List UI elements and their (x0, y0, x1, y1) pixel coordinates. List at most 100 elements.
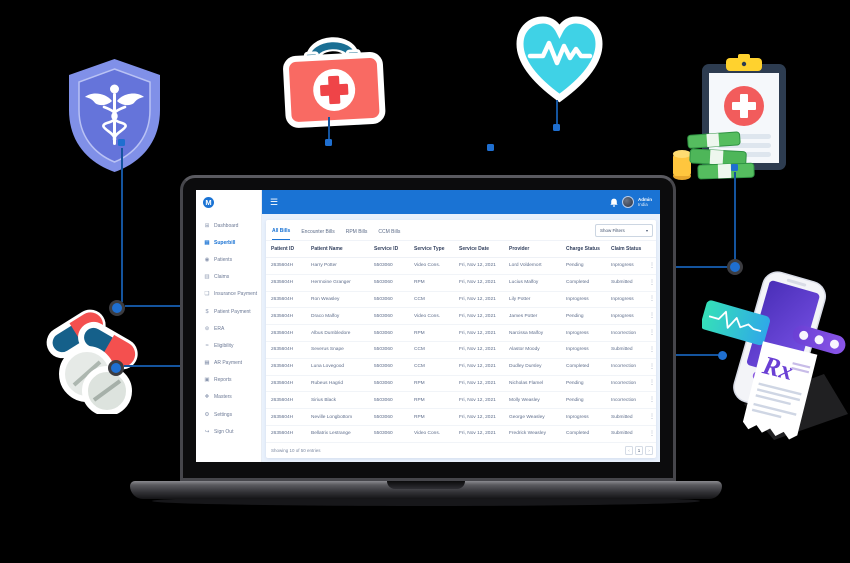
col-patient-id: Patient ID (271, 246, 295, 252)
tab[interactable]: CCM Bills (378, 229, 401, 235)
connector-dot (325, 139, 332, 146)
kebab-menu-icon[interactable]: ⋮ (649, 313, 655, 320)
cell-patient-id: 2635604H (271, 313, 294, 319)
page-button[interactable]: ‹ (625, 445, 633, 455)
kebab-menu-icon[interactable]: ⋮ (649, 346, 655, 353)
cell-charge-status: Pending (566, 263, 584, 269)
cell-service-type: Video Cons. (414, 431, 441, 437)
sidebar-item[interactable]: ❑ Insurance Payment (196, 286, 261, 303)
cell-patient-name: Bellatrix Lestrange (311, 431, 351, 437)
table-header: Patient ID Patient Name Service ID Servi… (266, 241, 656, 258)
sidebar-item[interactable]: ≈ Eligibility (196, 337, 261, 354)
table-row[interactable]: 2635604H Neville Longbottom 5503060 RPM … (266, 409, 656, 426)
kebab-menu-icon[interactable]: ⋮ (649, 330, 655, 337)
heart-pulse-icon (516, 16, 603, 103)
sidebar-item-label: Sign Out (214, 428, 234, 435)
kebab-menu-icon[interactable]: ⋮ (649, 262, 655, 269)
topbar-right: Admin India (610, 196, 652, 208)
table-row[interactable]: 2635604H Harry Potter 5503060 Video Cons… (266, 258, 656, 275)
table-row[interactable]: 2635604H Severus Snape 5503060 CCM Fri, … (266, 342, 656, 359)
sidebar-item[interactable]: ▦ AR Payment (196, 355, 261, 372)
connector-line (124, 365, 181, 367)
page-button[interactable]: 1 (635, 445, 643, 455)
table-body: 2635604H Harry Potter 5503060 Video Cons… (266, 258, 656, 443)
logo[interactable]: M (196, 190, 261, 217)
user-info[interactable]: Admin India (638, 197, 652, 207)
kebab-menu-icon[interactable]: ⋮ (649, 430, 655, 437)
sidebar-item[interactable]: ❖ Masters (196, 389, 261, 406)
table-row[interactable]: 2635604H Bellatrix Lestrange 5503060 Vid… (266, 426, 656, 443)
cell-patient-name: Sirius Black (311, 397, 337, 403)
cell-service-type: RPM (414, 414, 425, 420)
tab[interactable]: All Bills (272, 222, 291, 240)
cell-charge-status: Completed (566, 280, 590, 286)
cell-patient-id: 2635604H (271, 330, 294, 336)
sidebar-item-label: Dashboard (214, 222, 239, 229)
cell-service-type: RPM (414, 280, 425, 286)
kebab-menu-icon[interactable]: ⋮ (649, 397, 655, 404)
sidebar-item[interactable]: ◉ Patients (196, 251, 261, 268)
laptop-notch (387, 481, 465, 489)
connector-line (676, 266, 728, 268)
cell-charge-status: Inprogress (566, 347, 589, 353)
sidebar-item-icon: $ (205, 308, 209, 315)
connector-line (734, 172, 736, 260)
table-row[interactable]: 2635604H Ron Weasley 5503060 CCM Fri, No… (266, 292, 656, 309)
table-row[interactable]: 2635604H Rubeus Hagrid 5503060 RPM Fri, … (266, 376, 656, 393)
cell-patient-id: 2635604H (271, 280, 294, 286)
bell-icon[interactable] (610, 198, 618, 207)
topbar: ☰ Admin India (262, 190, 660, 214)
user-location: India (638, 202, 648, 207)
cell-claim-status: Incorrection (611, 364, 637, 370)
cell-service-id: 5503060 (374, 397, 393, 403)
table-row[interactable]: 2635604H Luna Lovegood 5503060 CCM Fri, … (266, 359, 656, 376)
sidebar-item-label: Claims (214, 274, 230, 281)
sidebar-item[interactable]: ⊞ Dashboard (196, 217, 261, 234)
table-row[interactable]: 2635604H Albus Dumbledore 5503060 RPM Fr… (266, 325, 656, 342)
sidebar-item[interactable]: ▣ Reports (196, 372, 261, 389)
kebab-menu-icon[interactable]: ⋮ (649, 363, 655, 370)
sidebar-item-icon: ◉ (204, 256, 210, 263)
cell-patient-name: Rubeus Hagrid (311, 380, 343, 386)
cell-patient-id: 2635604H (271, 296, 294, 302)
sidebar-item[interactable]: ⊚ ERA (196, 320, 261, 337)
table-row[interactable]: 2635604H Hermoine Granger 5503060 RPM Fr… (266, 275, 656, 292)
sidebar-item-icon: ❖ (204, 394, 210, 401)
laptop-shadow (152, 496, 700, 506)
cell-service-type: CCM (414, 296, 425, 302)
cell-service-id: 5503060 (374, 380, 393, 386)
sidebar-item[interactable]: ⚙ Settings (196, 406, 261, 423)
tab[interactable]: Encounter Bills (301, 229, 335, 235)
app-screen: M ⊞ Dashboard ▤ Superbill ◉ (196, 190, 660, 462)
sidebar-item-label: Settings (214, 411, 233, 418)
page-button[interactable]: › (645, 445, 653, 455)
sidebar-item[interactable]: $ Patient Payment (196, 303, 261, 320)
sidebar-item[interactable]: ▤ Superbill (196, 234, 261, 251)
table-row[interactable]: 2635604H Sirius Black 5503060 RPM Fri, N… (266, 392, 656, 410)
col-provider: Provider (509, 246, 530, 252)
sidebar-item-label: Patients (214, 256, 233, 263)
kebab-menu-icon[interactable]: ⋮ (649, 414, 655, 421)
sidebar-item[interactable]: ↪ Sign Out (196, 423, 261, 440)
cell-charge-status: Pending (566, 380, 584, 386)
cell-claim-status: Inprogress (611, 296, 634, 302)
cell-provider: Alastor Moody (509, 347, 540, 353)
tab[interactable]: RPM Bills (345, 229, 368, 235)
kebab-menu-icon[interactable]: ⋮ (649, 296, 655, 303)
cell-service-id: 5503060 (374, 414, 393, 420)
kebab-menu-icon[interactable]: ⋮ (649, 279, 655, 286)
sidebar-item[interactable]: ▥ Claims (196, 269, 261, 286)
logo-icon: M (203, 197, 214, 208)
cell-charge-status: Inprogress (566, 296, 589, 302)
hamburger-icon[interactable]: ☰ (270, 196, 279, 207)
chevron-down-icon: ▾ (645, 228, 648, 233)
kebab-menu-icon[interactable]: ⋮ (649, 380, 655, 387)
cell-patient-name: Hermoine Granger (311, 280, 351, 286)
cell-claim-status: Inprogress (611, 313, 634, 319)
show-filters-button[interactable]: Show Filters ▾ (595, 224, 653, 237)
avatar[interactable] (622, 196, 634, 208)
sidebar-item-label: Insurance Payment (214, 291, 258, 298)
table-row[interactable]: 2635604H Draco Malfoy 5503060 Video Cons… (266, 308, 656, 326)
cell-patient-id: 2635604H (271, 263, 294, 269)
table-footer: Showing 10 of 50 entries ‹ 1 › (266, 443, 656, 458)
